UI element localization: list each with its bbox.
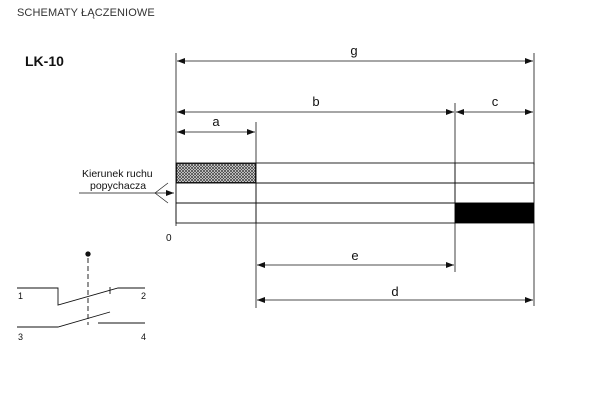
- hatched-contact-zone: [176, 163, 256, 183]
- terminal-3: 3: [18, 332, 23, 342]
- terminal-2: 2: [141, 291, 146, 301]
- origin-label: 0: [166, 233, 172, 244]
- model-name: LK-10: [25, 53, 64, 69]
- direction-label-line1: Kierunek ruchu: [82, 168, 153, 180]
- dimension-label-g: g: [350, 43, 357, 58]
- dimension-label-c: c: [492, 94, 499, 109]
- terminal-1: 1: [18, 291, 23, 301]
- page-title: SCHEMATY ŁĄCZENIOWE: [17, 7, 155, 19]
- switching-bars: [175, 162, 535, 224]
- dimension-label-e: e: [351, 248, 358, 263]
- contact-symbol: [17, 251, 145, 328]
- terminal-4: 4: [141, 332, 146, 342]
- solid-contact-zone: [455, 203, 534, 223]
- dimension-label-a: a: [212, 114, 220, 129]
- direction-label-line2: popychacza: [90, 180, 146, 192]
- dimension-label-d: d: [391, 284, 398, 299]
- dimension-label-b: b: [312, 94, 319, 109]
